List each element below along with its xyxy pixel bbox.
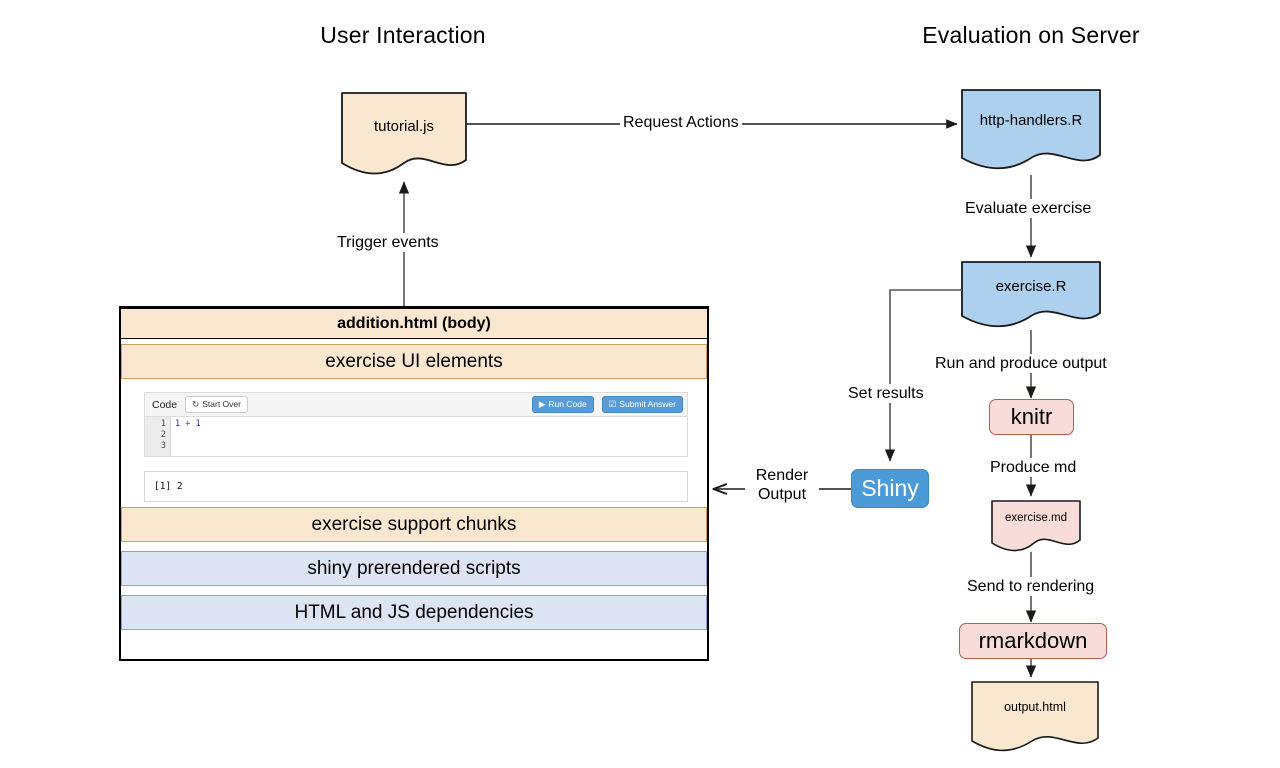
run-code-button[interactable]: ▶ Run Code (531, 396, 594, 413)
band-label: exercise UI elements (325, 350, 503, 372)
code-label: Code (152, 398, 178, 411)
edge-label-set-results: Set results (845, 384, 927, 403)
edge-label-render-output: Render Output (745, 466, 819, 504)
code-input[interactable]: 1 + 1 (170, 417, 687, 456)
edge-label-request-actions: Request Actions (620, 113, 742, 132)
node-shiny[interactable]: Shiny (851, 469, 929, 508)
edge-label-evaluate-exercise: Evaluate exercise (962, 199, 1095, 218)
band-exercise-ui-elements[interactable]: exercise UI elements (121, 344, 707, 379)
node-label-http-handlers-r: http-handlers.R (979, 112, 1083, 129)
band-label: shiny prerendered scripts (307, 557, 521, 579)
node-label-shiny: Shiny (861, 475, 919, 501)
edge-label-trigger-events: Trigger events (334, 233, 442, 252)
submit-answer-button[interactable]: ☑ Submit Answer (601, 396, 683, 413)
start-over-button[interactable]: ↻ Start Over (185, 396, 248, 413)
line-number: 2 (160, 430, 166, 440)
code-editor[interactable]: 1 2 3 1 + 1 (144, 417, 688, 457)
band-exercise-support-chunks[interactable]: exercise support chunks (121, 507, 707, 542)
code-token-operand-b: 1 (195, 419, 201, 429)
edge-label-run-and-produce-output: Run and produce output (932, 354, 1110, 373)
node-rmarkdown[interactable]: rmarkdown (959, 623, 1107, 659)
edge-label-render-output-line1: Render (755, 467, 809, 484)
shape-exercise-md (991, 500, 1081, 552)
exercise-widget: Code ↻ Start Over ▶ Run Code ☑ Submit An… (144, 392, 688, 502)
code-token-operator: + (185, 419, 191, 429)
node-label-output-html: output.html (1004, 700, 1066, 714)
code-token-operand-a: 1 (175, 419, 181, 429)
run-code-label: Run Code (548, 399, 587, 410)
node-knitr[interactable]: knitr (989, 399, 1074, 435)
node-label-exercise-md: exercise.md (1005, 512, 1067, 524)
code-output-text: [1] 2 (154, 481, 183, 492)
band-label: HTML and JS dependencies (294, 601, 534, 623)
node-label-rmarkdown: rmarkdown (978, 628, 1088, 653)
panel-title-addition-html: addition.html (body) (121, 308, 707, 339)
line-number-gutter: 1 2 3 (145, 417, 170, 456)
edge-label-send-to-rendering: Send to rendering (964, 577, 1098, 596)
node-label-exercise-r: exercise.R (995, 278, 1067, 295)
band-html-and-js-dependencies[interactable]: HTML and JS dependencies (121, 595, 707, 630)
band-shiny-prerendered-scripts[interactable]: shiny prerendered scripts (121, 551, 707, 586)
band-gap (121, 542, 707, 551)
shape-http-handlers-r (961, 89, 1101, 170)
checkbox-icon: ☑ (608, 399, 617, 410)
shape-output-html (971, 681, 1099, 752)
addition-html-panel: addition.html (body) exercise UI element… (119, 306, 709, 661)
play-icon: ▶ (538, 399, 546, 410)
band-gap (121, 586, 707, 595)
node-label-knitr: knitr (1010, 404, 1053, 429)
submit-answer-label: Submit Answer (619, 399, 676, 410)
edge-label-produce-md: Produce md (987, 458, 1080, 477)
start-over-label: Start Over (202, 399, 241, 410)
panel-title-label: addition.html (body) (337, 314, 491, 332)
column-heading-user-interaction: User Interaction (320, 22, 486, 48)
code-output-pane: [1] 2 (144, 471, 688, 502)
refresh-icon: ↻ (192, 399, 200, 410)
line-number: 1 (160, 419, 166, 429)
exercise-toolbar: Code ↻ Start Over ▶ Run Code ☑ Submit An… (144, 392, 688, 417)
column-heading-evaluation-on-server: Evaluation on Server (922, 22, 1140, 48)
edge-label-render-output-line2: Output (757, 486, 807, 503)
line-number: 3 (160, 441, 166, 451)
band-label: exercise support chunks (311, 513, 517, 535)
node-label-tutorial-js: tutorial.js (373, 118, 435, 135)
edge-set-results (884, 289, 962, 462)
